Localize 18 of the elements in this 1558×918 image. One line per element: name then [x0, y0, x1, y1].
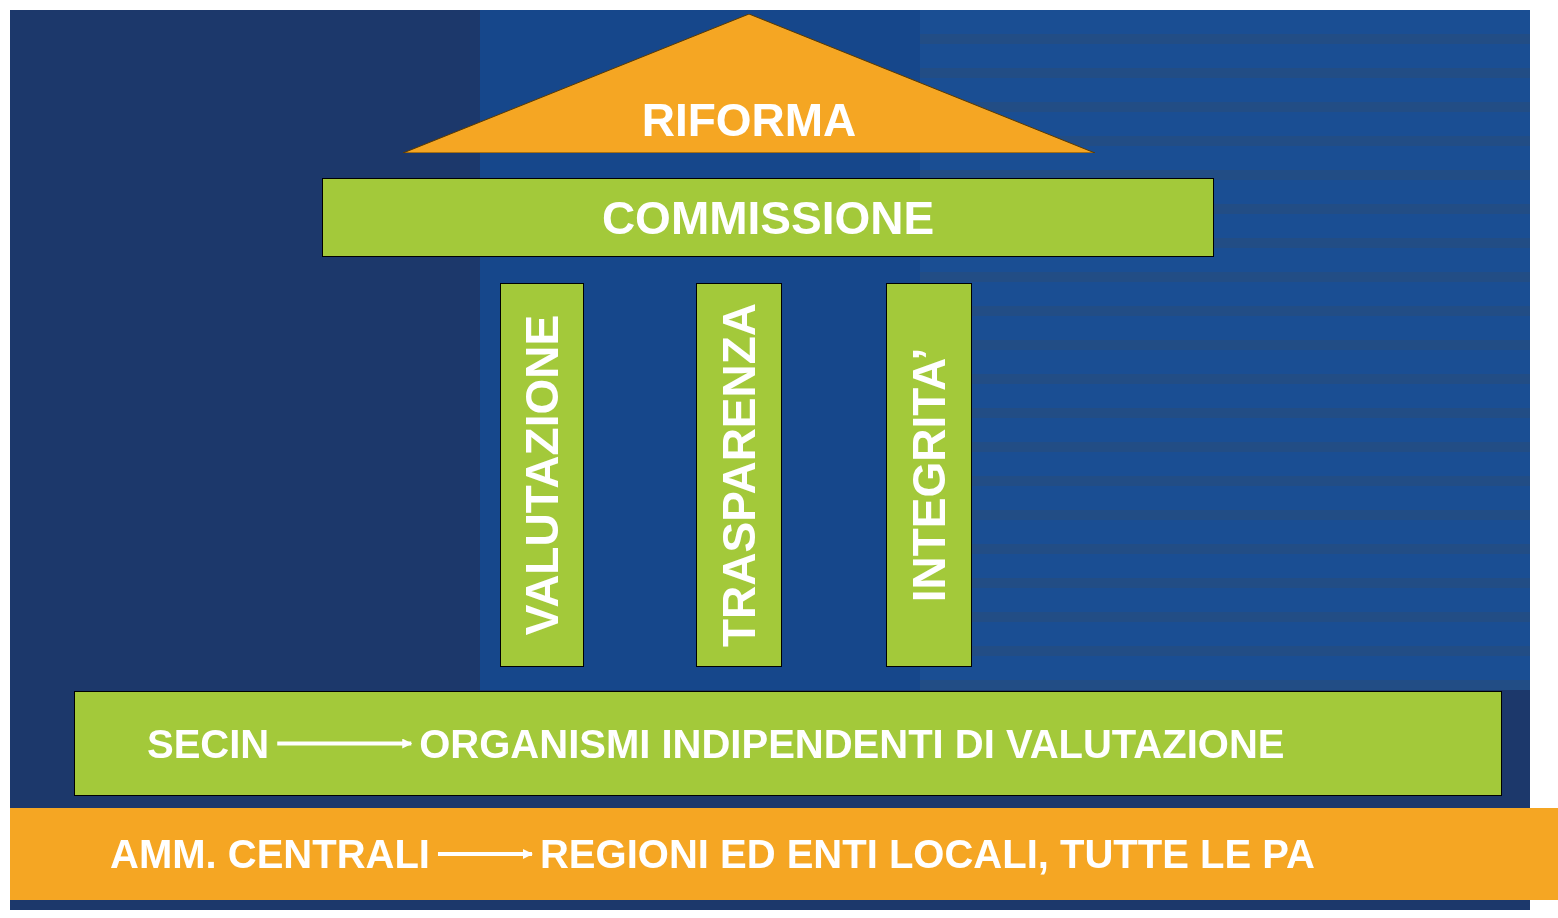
band-label: SECIN	[147, 713, 270, 774]
pillar-label: TRASPARENZA	[716, 302, 762, 648]
base-band	[74, 691, 1502, 796]
roof-triangle	[403, 14, 1095, 153]
band-label: AMM. CENTRALI	[110, 824, 430, 884]
foundation-band	[10, 808, 1558, 900]
roof-label: RIFORMA	[641, 97, 857, 143]
band-label: ORGANISMI INDIPENDENTI DI VALUTAZIONE	[419, 713, 1285, 774]
beam-box	[322, 178, 1214, 257]
arrow	[277, 738, 413, 749]
pillar-box	[886, 283, 972, 667]
arrow	[437, 849, 533, 859]
pillar-label: INTEGRITA’	[906, 347, 952, 603]
beam-label: COMMISSIONE	[601, 194, 935, 241]
pillar-box	[500, 283, 584, 667]
pillar-label: VALUTAZIONE	[519, 314, 565, 636]
band-label: REGIONI ED ENTI LOCALI, TUTTE LE PA	[539, 824, 1315, 884]
pillar-box	[696, 283, 782, 667]
